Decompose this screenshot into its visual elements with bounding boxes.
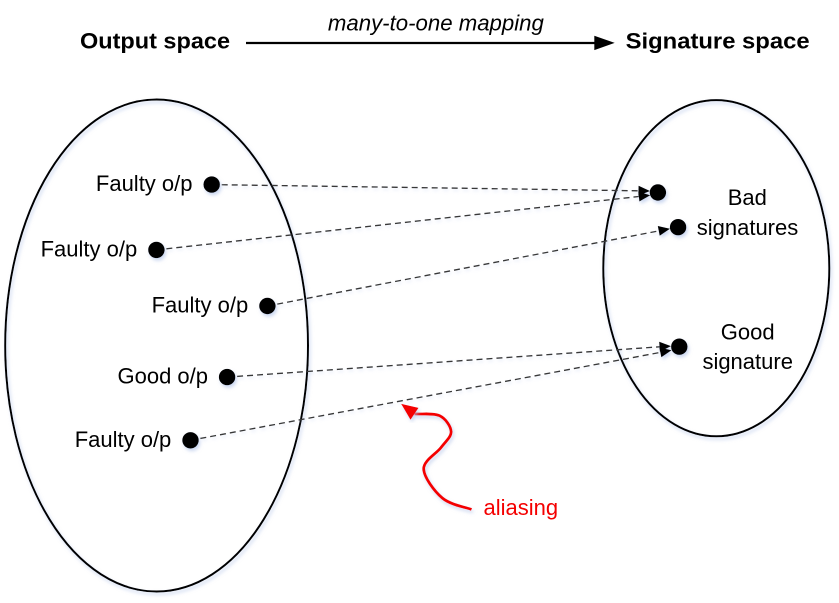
- svg-text:Signature space: Signature space: [626, 29, 810, 54]
- svg-text:Good: Good: [721, 320, 775, 345]
- svg-text:signature: signature: [702, 349, 793, 374]
- svg-text:Faulty o/p: Faulty o/p: [75, 427, 172, 452]
- svg-text:aliasing: aliasing: [484, 495, 559, 520]
- svg-text:Faulty o/p: Faulty o/p: [152, 293, 249, 318]
- svg-text:Bad: Bad: [728, 185, 767, 210]
- svg-text:signatures: signatures: [697, 215, 799, 240]
- svg-text:many-to-one mapping: many-to-one mapping: [328, 10, 545, 35]
- svg-text:Output space: Output space: [80, 29, 230, 54]
- svg-text:Faulty o/p: Faulty o/p: [41, 237, 138, 262]
- svg-text:Faulty o/p: Faulty o/p: [96, 171, 193, 196]
- svg-text:Good o/p: Good o/p: [117, 364, 208, 389]
